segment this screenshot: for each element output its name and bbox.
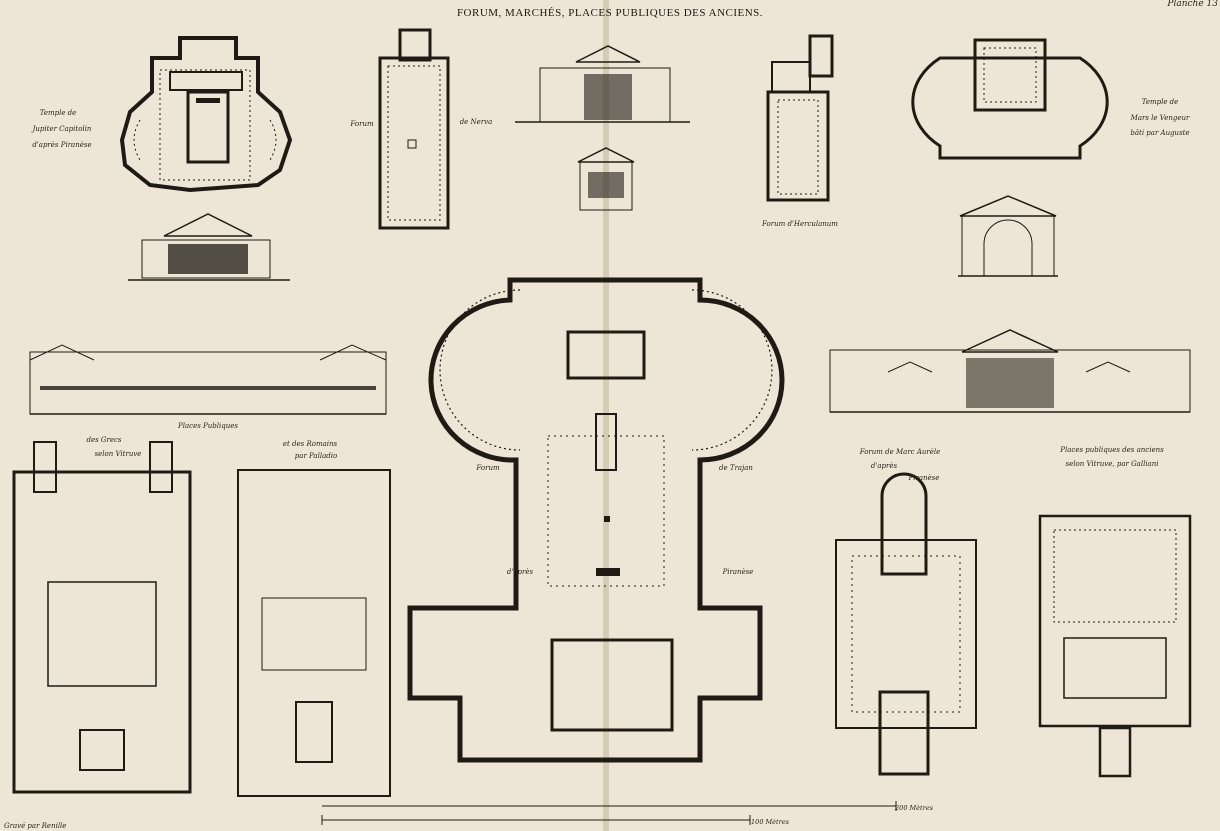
places-publiques-caption: Places Publiques [177,422,238,430]
romains-caption-1: et des Romains [283,440,338,448]
jupiter-caption-3: d'après Piranèse [32,141,91,149]
mars-caption-3: bâti par Auguste [1130,129,1189,137]
marcus-aurelius-forum-plan [835,472,977,776]
romains-caption-2: par Palladio [295,452,337,460]
trajan-caption-c: d'après [507,568,534,576]
greek-forum-plan [12,441,192,794]
anciens-caption-2: selon Vitruve, par Galliani [1066,460,1159,468]
nerva-caption-a: Forum [349,120,374,128]
jupiter-temple-plan [119,36,293,193]
plate-number: Planche 13 [1166,0,1218,9]
nerva-elevation [515,45,690,123]
grecs-caption-1: des Grecs [86,436,121,444]
places-anciens-plan [1038,514,1192,778]
jupiter-temple-elevation [128,213,290,281]
jupiter-caption-1: Temple de [40,109,77,117]
mars-temple-plan [911,38,1109,160]
anciens-caption-1: Places publiques des anciens [1059,446,1164,454]
forum-nerva-plan [378,28,450,230]
marc-caption-2: d'après [871,462,898,470]
small-temple-elevation [577,147,635,211]
basilica-elevation [829,329,1191,413]
jupiter-caption-2: Jupiter Capitolin [31,125,92,133]
trajan-forum-plan [407,277,785,763]
plate-title: FORUM, MARCHÉS, PLACES PUBLIQUES DES ANC… [457,7,763,19]
trajan-caption-a: Forum [475,464,500,472]
trajan-caption-d: Piranèse [722,568,754,576]
trajan-caption-b: de Trajan [719,464,753,472]
mars-caption-1: Temple de [1142,98,1179,106]
herculaneum-caption: Forum d'Herculanum [761,220,838,228]
engraver-credit: Gravé par Renille [4,822,66,830]
forum-herculaneum-plan [766,34,834,202]
grecs-caption-2: selon Vitruve [95,450,142,458]
places-publiques-section [29,344,387,415]
mars-temple-elevation [958,195,1058,277]
mars-caption-2: Mars le Vengeur [1130,114,1190,122]
scale-small-label: 100 Mètres [751,818,790,826]
scale-large-label: 200 Mètres [894,804,934,812]
marc-caption-1: Forum de Marc Aurèle [859,448,941,456]
scale-bar-small [321,815,751,825]
marc-caption-3: Piranèse [908,474,940,482]
nerva-caption-b: de Nerva [460,118,493,126]
roman-forum-plan [237,469,391,797]
scale-bar-large [322,801,897,811]
